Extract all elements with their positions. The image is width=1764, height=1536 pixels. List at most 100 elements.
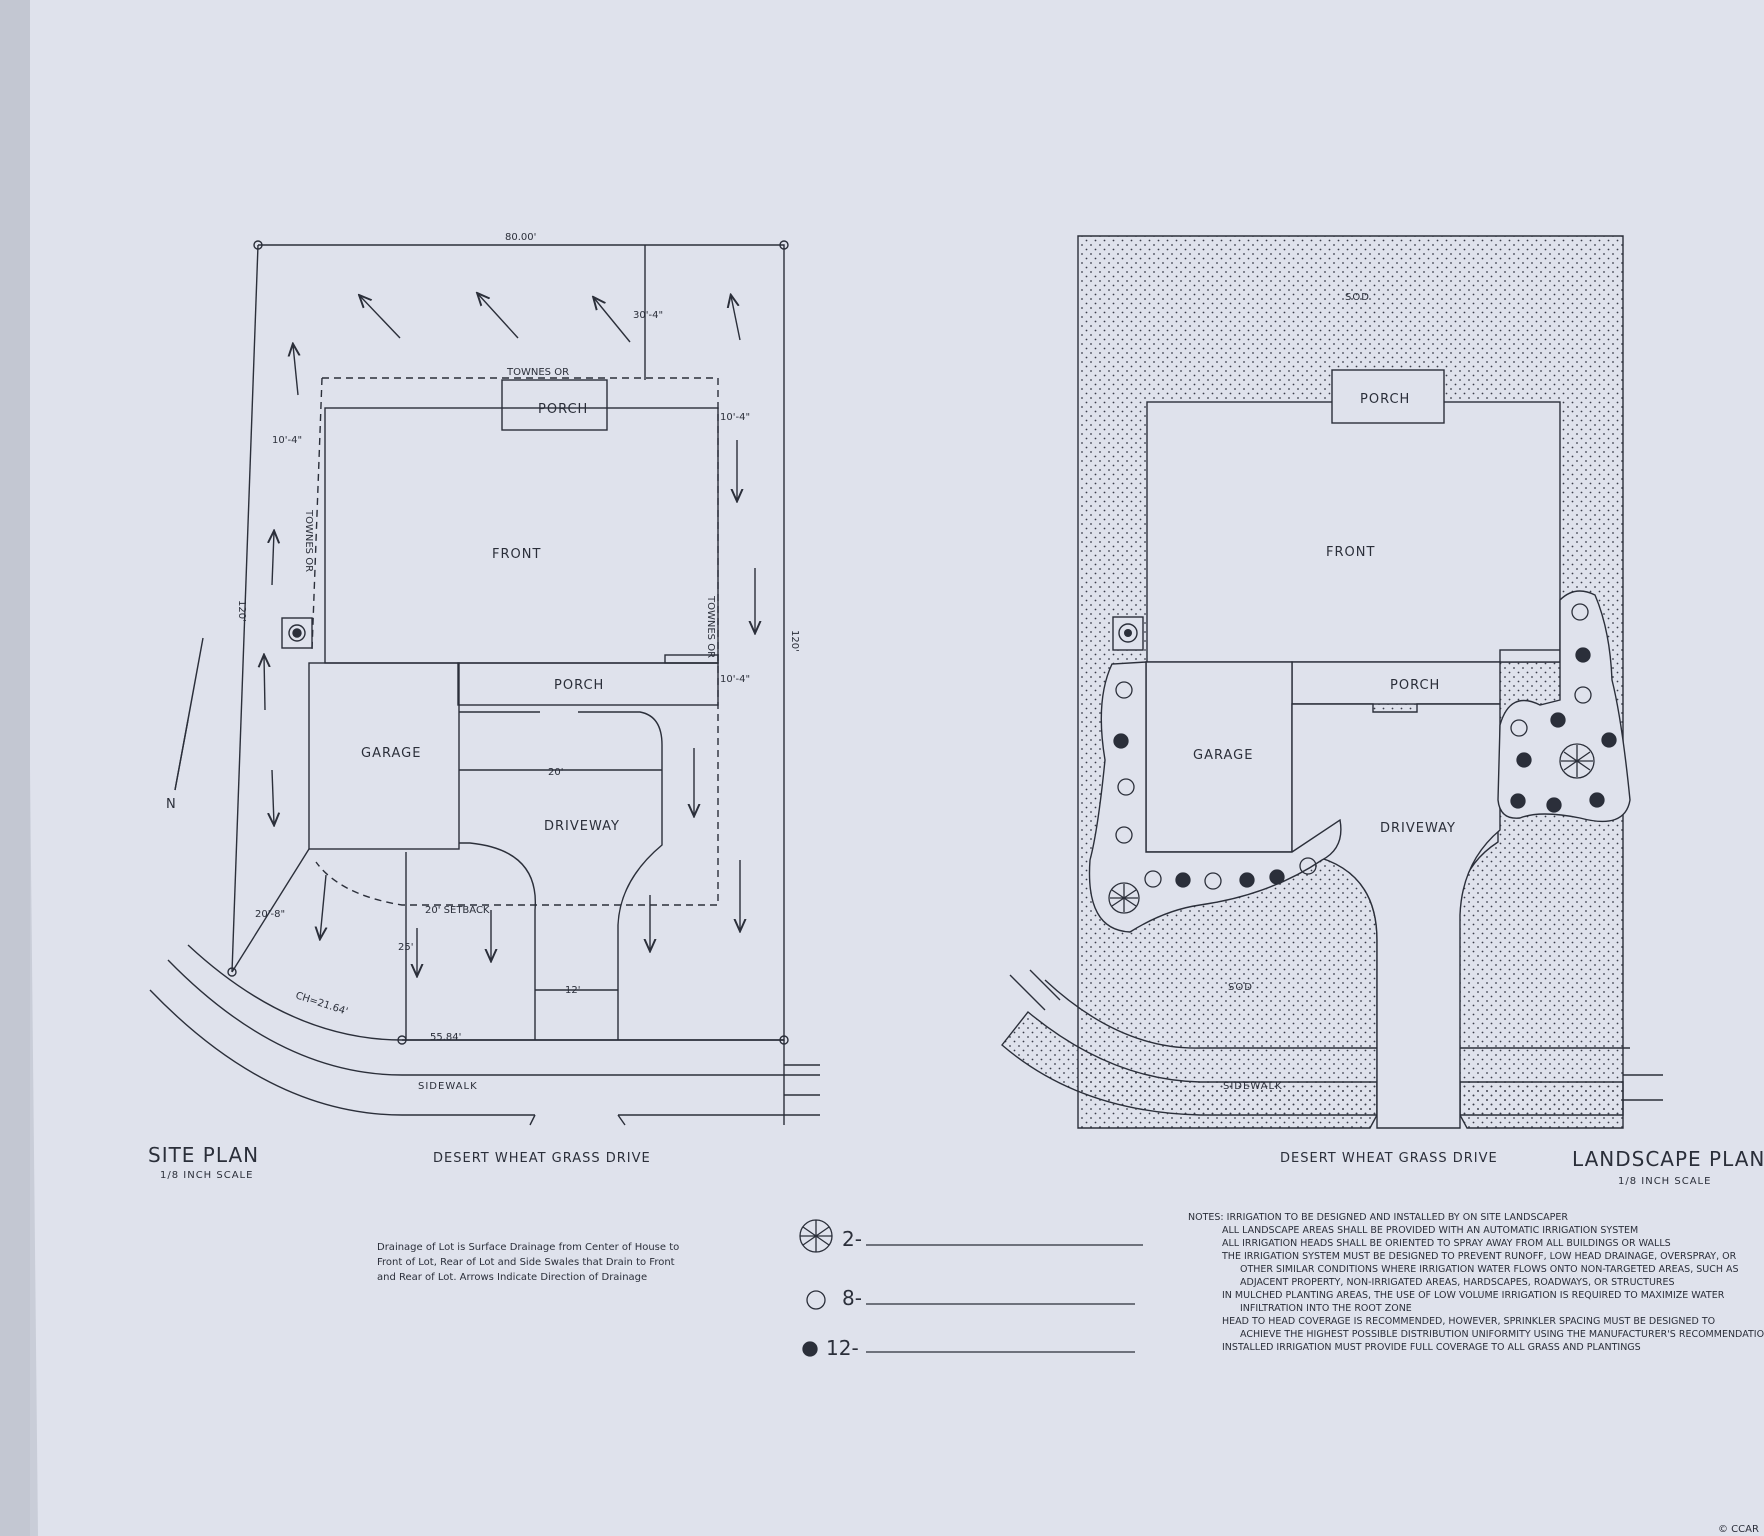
note-line-9: HEAD TO HEAD COVERAGE IS RECOMMENDED, HO… <box>1222 1316 1715 1327</box>
sod-top-label: SOD <box>1345 292 1370 303</box>
filled-shrub-icon <box>1510 793 1526 809</box>
paper-shadow-edge <box>0 0 30 1536</box>
note-line-1: NOTES: IRRIGATION TO BE DESIGNED AND INS… <box>1188 1212 1568 1223</box>
note-line-2: ALL LANDSCAPE AREAS SHALL BE PROVIDED WI… <box>1222 1225 1638 1236</box>
drainage-line-2: Front of Lot, Rear of Lot and Side Swale… <box>377 1257 675 1268</box>
legend-count-filled-shrub: 12- <box>826 1336 859 1360</box>
filled-shrub-icon <box>1550 712 1566 728</box>
sidewalk-band <box>1001 1011 1378 1116</box>
dim-house-width: TOWNES OR <box>506 367 569 378</box>
land-porch-front: PORCH <box>1390 678 1440 693</box>
dim-front-line: 55.84' <box>430 1032 461 1043</box>
land-driveway-label: DRIVEWAY <box>1380 821 1456 836</box>
dim-house-right: TOWNES OR <box>705 595 716 658</box>
setback-label: 20' SETBACK <box>425 905 490 916</box>
landscape-driveway <box>1291 703 1501 1129</box>
open-shrub-icon <box>1204 872 1222 890</box>
landscape-labels: PORCH FRONT PORCH GARAGE DRIVEWAY SOD SO… <box>1193 292 1456 1092</box>
tree-icon <box>799 1219 833 1253</box>
note-line-7: IN MULCHED PLANTING AREAS, THE USE OF LO… <box>1222 1290 1725 1301</box>
dim-right-lower: 10'-4" <box>720 674 750 685</box>
site-plan-scale: 1/8 INCH SCALE <box>160 1170 253 1181</box>
dim-driveway-depth: 25' <box>398 942 413 953</box>
open-shrub-icon <box>1115 826 1133 844</box>
note-line-5: OTHER SIMILAR CONDITIONS WHERE IRRIGATIO… <box>1240 1264 1739 1275</box>
drainage-arrows <box>264 294 755 975</box>
lot-left-line <box>231 244 259 973</box>
landscape-house <box>1146 401 1561 663</box>
open-shrub-icon <box>1144 870 1162 888</box>
porch-top <box>501 379 608 431</box>
north-label: N <box>166 797 177 812</box>
site-porch-front: PORCH <box>554 678 604 693</box>
site-driveway-label: DRIVEWAY <box>544 819 620 834</box>
filled-shrub-icon <box>1589 792 1605 808</box>
filled-shrub-icon <box>1175 872 1191 888</box>
porch-front <box>457 662 719 706</box>
note-line-10: ACHIEVE THE HIGHEST POSSIBLE DISTRIBUTIO… <box>1240 1329 1764 1340</box>
filled-shrub-icon <box>1269 869 1285 885</box>
plants-right-bed <box>1510 603 1617 813</box>
open-shrub-icon <box>1571 603 1589 621</box>
site-street-label: DESERT WHEAT GRASS DRIVE <box>433 1151 651 1166</box>
legend-count-tree: 2- <box>842 1227 862 1251</box>
filled-shrub-icon <box>1546 797 1562 813</box>
note-line-11: INSTALLED IRRIGATION MUST PROVIDE FULL C… <box>1222 1342 1641 1353</box>
irrigation-notes: NOTES: IRRIGATION TO BE DESIGNED AND INS… <box>1188 1212 1764 1353</box>
garage-outline <box>308 662 460 850</box>
site-plan-title: SITE PLAN <box>148 1143 259 1167</box>
watermark: © CCAR <box>1718 1524 1759 1535</box>
open-shrub-icon <box>806 1290 826 1310</box>
land-sidewalk-label: SIDEWALK <box>1223 1081 1283 1092</box>
site-house-label: FRONT <box>492 547 541 562</box>
site-labels: PORCH FRONT PORCH GARAGE DRIVEWAY SIDEWA… <box>166 402 620 1092</box>
dim-right-lot: 120' <box>789 630 800 652</box>
landscape-plan-title: LANDSCAPE PLAN <box>1572 1147 1764 1171</box>
note-line-8: INFILTRATION INTO THE ROOT ZONE <box>1240 1303 1412 1314</box>
dim-driveway-width: 20' <box>548 767 563 778</box>
land-house-label: FRONT <box>1326 545 1375 560</box>
filled-shrub-icon <box>1575 647 1591 663</box>
legend <box>799 1219 1143 1357</box>
filled-shrub-icon <box>1516 752 1532 768</box>
street-curve-2 <box>167 959 820 1076</box>
dim-left-side: 10'-4" <box>272 435 302 446</box>
note-line-3: ALL IRRIGATION HEADS SHALL BE ORIENTED T… <box>1222 1238 1671 1249</box>
landscape-plan <box>1001 235 1663 1129</box>
legend-counts: 2- 8- 12- <box>826 1227 862 1360</box>
site-porch-top: PORCH <box>538 402 588 417</box>
site-plan <box>149 240 820 1126</box>
open-shrub-icon <box>1510 719 1528 737</box>
filled-shrub-icon <box>1113 733 1129 749</box>
dim-apron: 12' <box>565 985 580 996</box>
dim-front-corner: 20'-8" <box>255 909 285 920</box>
filled-shrub-icon <box>802 1341 818 1357</box>
site-garage-label: GARAGE <box>361 746 421 761</box>
filled-shrub-icon <box>1239 872 1255 888</box>
street-curve-1 <box>187 944 784 1041</box>
landscape-plan-scale: 1/8 INCH SCALE <box>1618 1176 1711 1187</box>
driveway-outline <box>459 711 663 1040</box>
landscape-garage <box>1145 661 1293 853</box>
plants-left-bed <box>1108 681 1317 914</box>
dim-left-lot: 120' <box>236 600 247 622</box>
setback-line <box>315 377 719 906</box>
dim-top: 80.00' <box>505 232 536 243</box>
tree-icon <box>1559 743 1595 779</box>
dim-house-left: TOWNES OR <box>303 509 314 572</box>
note-line-6: ADJACENT PROPERTY, NON-IRRIGATED AREAS, … <box>1240 1277 1675 1288</box>
site-sidewalk-label: SIDEWALK <box>418 1081 478 1092</box>
tree-icon <box>1108 882 1140 914</box>
land-street-label: DESERT WHEAT GRASS DRIVE <box>1280 1151 1498 1166</box>
landscape-porch-top <box>1331 369 1445 424</box>
drainage-line-3: and Rear of Lot. Arrows Indicate Directi… <box>377 1272 647 1283</box>
dim-right-side: 10'-4" <box>720 412 750 423</box>
open-shrub-icon <box>1574 686 1592 704</box>
planting-bed-left <box>1088 661 1342 933</box>
land-porch-top: PORCH <box>1360 392 1410 407</box>
street-curve-3 <box>149 989 820 1116</box>
note-line-4: THE IRRIGATION SYSTEM MUST BE DESIGNED T… <box>1221 1251 1737 1262</box>
drainage-line-1: Drainage of Lot is Surface Drainage from… <box>377 1242 679 1253</box>
land-garage-label: GARAGE <box>1193 748 1253 763</box>
